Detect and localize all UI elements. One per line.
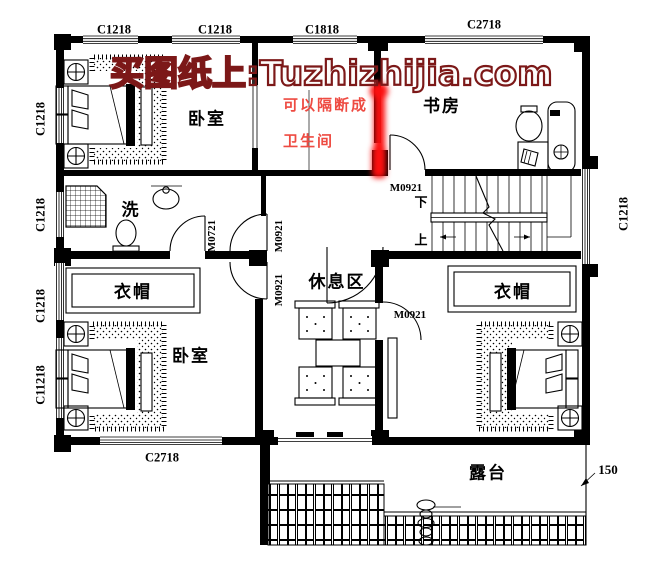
window-label-top-2: C1218 <box>197 22 233 37</box>
watermark-text: 买图纸上:Tuzhizhijia.com <box>109 53 554 95</box>
desk <box>547 101 576 173</box>
window-label-left-1: C1218 <box>33 101 48 137</box>
side-table <box>517 141 549 171</box>
red-highlight-marker <box>366 82 394 180</box>
room-label-study: 书房 <box>423 96 461 117</box>
terrace <box>260 445 596 546</box>
room-label-bedroom-bottom-left: 卧室 <box>172 346 210 367</box>
door-bedroom-right <box>382 301 422 419</box>
door-label-bedroom-right: M0921 <box>393 309 427 321</box>
window-top-2 <box>172 35 240 44</box>
lounge-furniture <box>294 300 380 406</box>
shower <box>65 185 107 228</box>
window-label-left-4: C11218 <box>33 365 48 405</box>
room-label-closet-right: 衣帽 <box>494 282 532 303</box>
window-label-left-2: C1218 <box>33 197 48 233</box>
room-label-terrace: 露台 <box>469 463 507 484</box>
window-right-1 <box>581 169 591 264</box>
window-top-1 <box>83 35 138 44</box>
stair-down-label: 下 <box>414 195 428 211</box>
toilet <box>115 219 137 247</box>
wardrobe-right <box>447 265 577 313</box>
door-lounge <box>326 246 384 304</box>
wardrobe-left <box>65 267 201 314</box>
window-label-top-3: C1818 <box>304 22 340 37</box>
room-label-bedroom-top-left: 卧室 <box>188 109 226 130</box>
window-label-top-4: C2718 <box>466 17 502 32</box>
office-chair <box>515 110 543 142</box>
dimension-150: 150 <box>598 462 618 477</box>
dimension-arrow <box>580 472 596 487</box>
bathroom-fixtures <box>65 185 182 258</box>
plant-symbol <box>416 499 461 546</box>
door-hall-lower <box>229 261 268 300</box>
window-bottom-1 <box>100 436 222 446</box>
terrace-rail-bricks <box>383 515 587 546</box>
stair-up-label: 上 <box>414 233 428 249</box>
staircase <box>430 175 572 252</box>
door-bath <box>169 215 206 252</box>
window-label-top-1: C1218 <box>96 22 132 37</box>
window-left-3 <box>55 263 65 320</box>
door-label-bath: M0721 <box>206 219 218 253</box>
sink <box>152 188 180 210</box>
door-label-hall-lower: M0921 <box>273 273 285 307</box>
exterior-stair-bricks <box>267 483 385 546</box>
door-label-hall-upper: M0921 <box>273 219 285 253</box>
room-label-closet-left: 衣帽 <box>114 282 152 303</box>
bed-top-left <box>55 54 167 169</box>
window-top-4 <box>425 35 543 44</box>
coffee-table <box>315 339 361 367</box>
room-label-lounge: 休息区 <box>308 272 366 293</box>
columns <box>54 34 598 452</box>
door-label-stair-hall: M0921 <box>389 182 423 194</box>
doors <box>169 134 426 419</box>
window-left-2 <box>55 192 65 237</box>
bed-right <box>476 321 583 432</box>
door-hall-upper <box>229 213 268 252</box>
bed-bottom-left <box>55 321 167 432</box>
stair-break-line <box>475 175 504 252</box>
terrace-opening <box>278 432 372 446</box>
study-furniture <box>515 101 576 173</box>
room-label-bath: 洗 <box>121 200 141 221</box>
window-label-left-3: C1218 <box>33 288 48 324</box>
window-label-right-1: C1218 <box>616 196 631 232</box>
window-top-3 <box>293 35 357 44</box>
door-stair-hall <box>389 134 426 171</box>
annotation-note-line1: 可以隔断成 <box>283 96 369 114</box>
annotation-note-line2: 卫生间 <box>283 132 335 150</box>
window-label-bottom-1: C2718 <box>144 450 180 465</box>
